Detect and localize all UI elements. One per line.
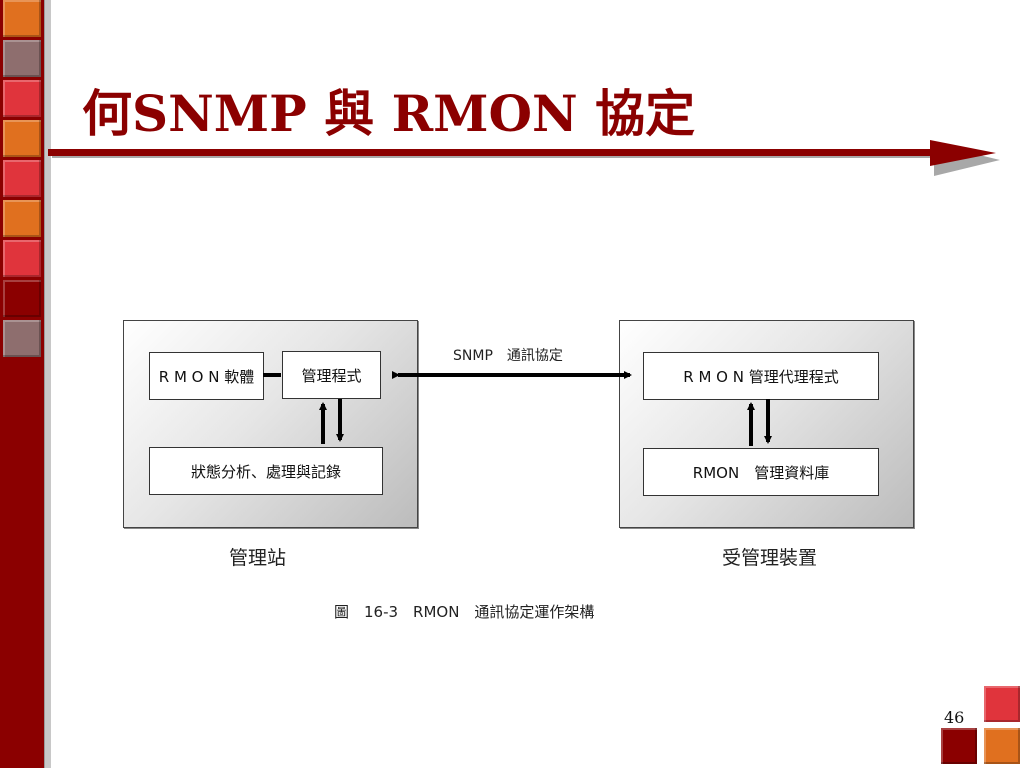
decor-tile: [3, 80, 41, 117]
decor-tile: [3, 40, 41, 77]
left-decorative-tiles: [3, 0, 43, 360]
decor-tile: [3, 320, 41, 357]
rmon-mib-box: RMON 管理資料庫: [643, 448, 879, 496]
manager-station-caption: 管理站: [229, 547, 287, 569]
managed-device-panel: R M O N 管理代理程式 RMON 管理資料庫: [619, 320, 914, 528]
decor-tile: [3, 120, 41, 157]
decor-tile: [3, 280, 41, 317]
manager-station-panel: R M O N 軟體 管理程式 狀態分析、處理與記錄: [123, 320, 418, 528]
decor-tile: [984, 728, 1020, 764]
figure-caption: 圖 16-3 RMON 通訊協定運作架構: [334, 603, 595, 621]
decor-tile: [3, 160, 41, 197]
decor-tile: [941, 728, 977, 764]
decor-tile: [3, 240, 41, 277]
slide-title: 何SNMP 與 RMON 協定: [82, 84, 696, 143]
snmp-link-label: SNMP 通訊協定: [453, 348, 563, 364]
rmon-agent-box: R M O N 管理代理程式: [643, 352, 879, 400]
left-vertical-rule: [44, 0, 51, 768]
title-arrow-line: [48, 140, 1000, 176]
status-analysis-box: 狀態分析、處理與記錄: [149, 447, 383, 495]
decor-tile: [3, 200, 41, 237]
managed-device-caption: 受管理裝置: [722, 547, 818, 569]
management-program-box: 管理程式: [282, 351, 381, 399]
page-number: 46: [944, 708, 965, 727]
decor-tile: [984, 686, 1020, 722]
decor-tile: [3, 0, 41, 37]
